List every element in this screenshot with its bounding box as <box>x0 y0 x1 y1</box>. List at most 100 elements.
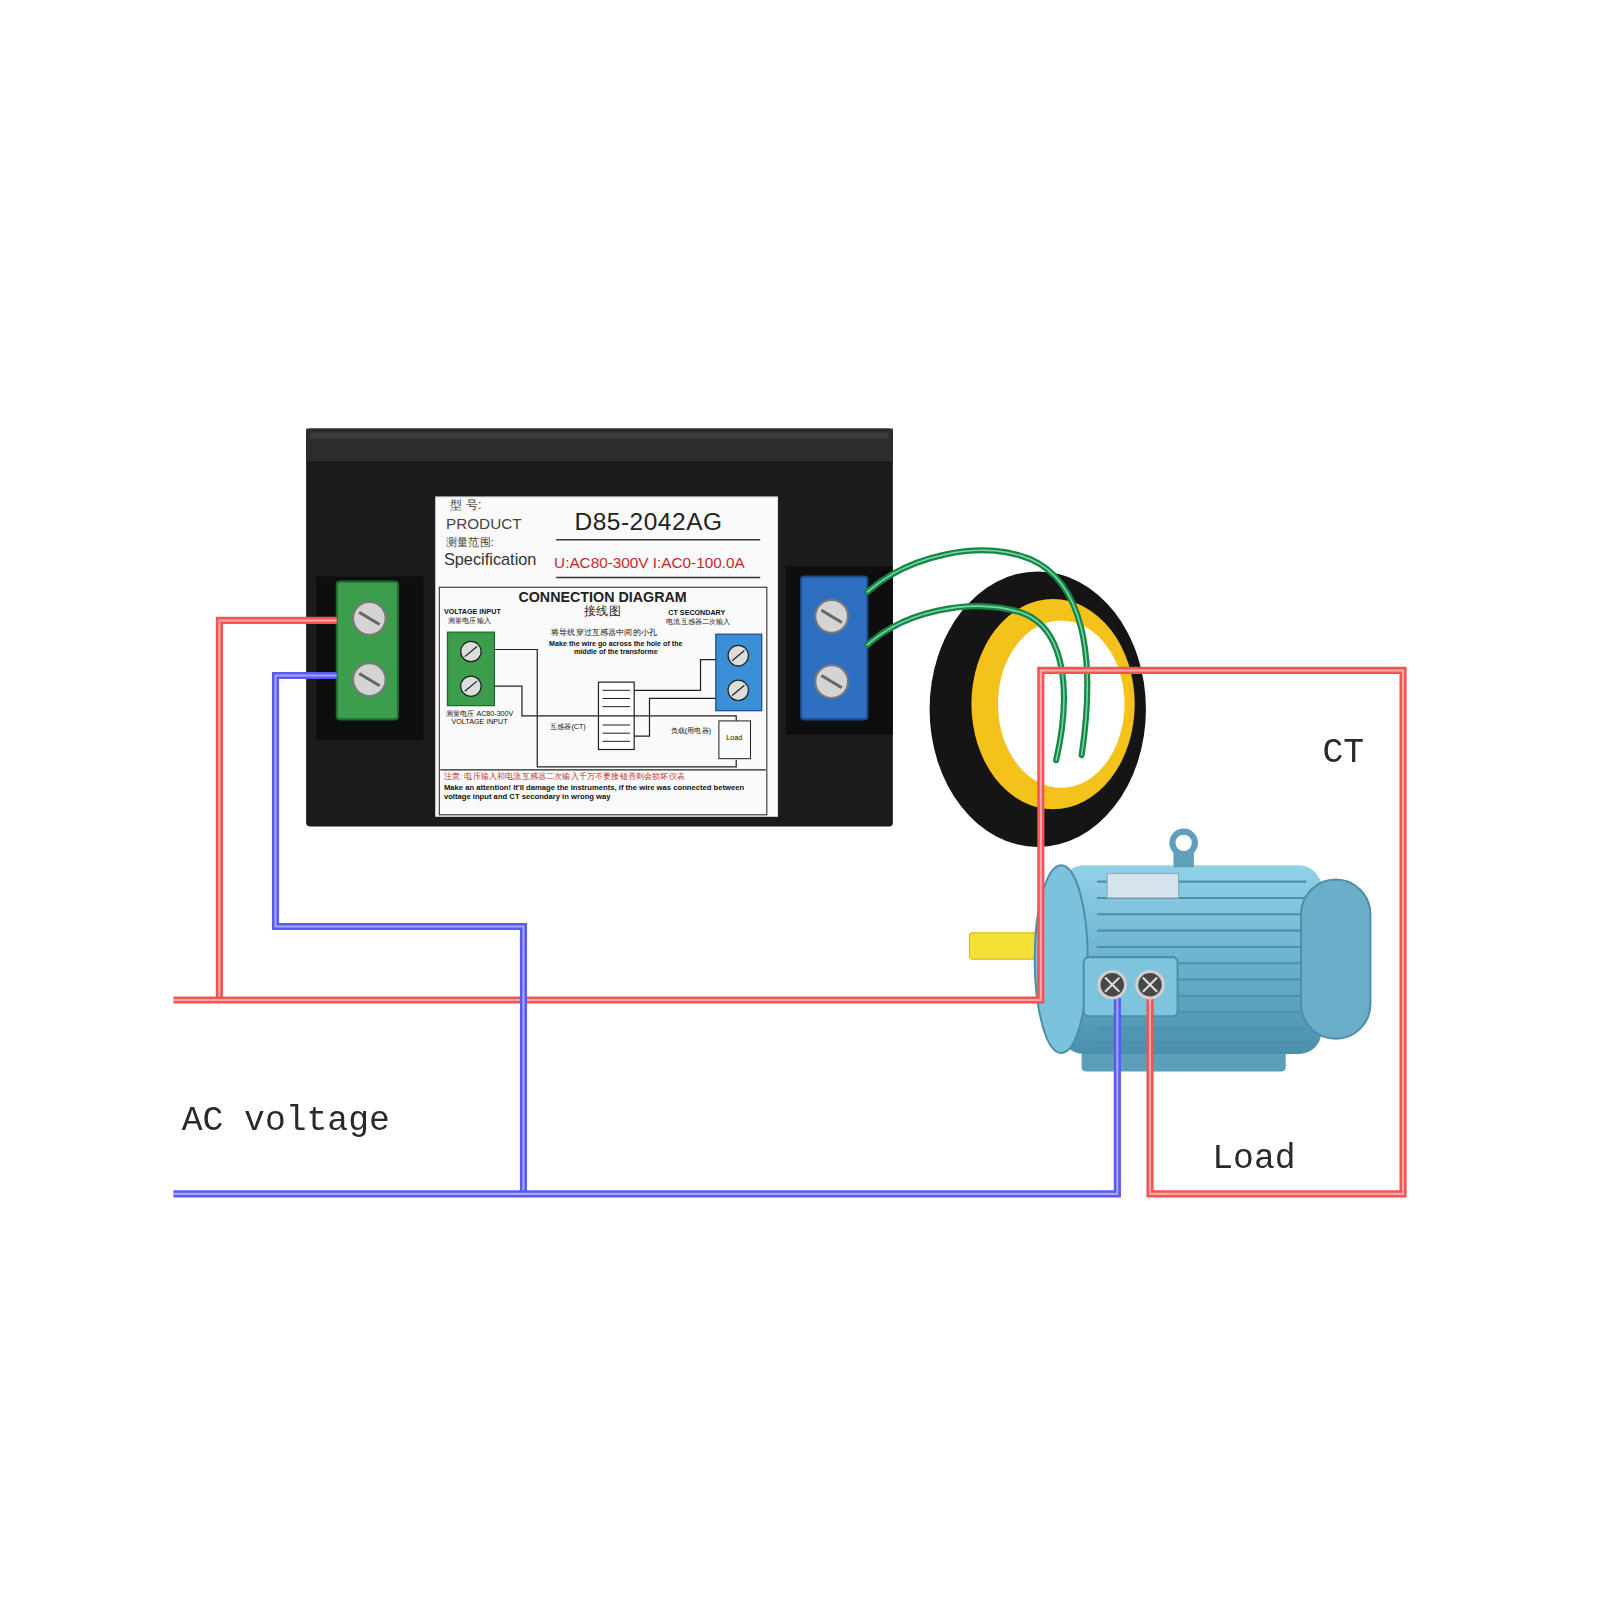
load-symbol-label: 负载(用电器) <box>666 727 715 735</box>
electric-motor <box>1172 832 1194 854</box>
instruction-note: Make the wire go across the hole of the … <box>542 640 690 656</box>
electric-motor <box>1301 880 1370 1039</box>
ct-label: CT <box>1322 735 1364 773</box>
voltage-terminal-block <box>359 673 379 685</box>
meter-housing <box>306 429 893 827</box>
ct-terminal-block <box>821 676 841 688</box>
electric-motor <box>1097 946 1306 948</box>
mini-wiring-diagram <box>465 681 477 691</box>
mini-wiring-diagram <box>494 686 736 721</box>
mini-wiring-diagram <box>603 741 631 742</box>
electric-motor <box>1097 1042 1306 1044</box>
sticker-underline <box>556 577 760 579</box>
voltage-input-label: 测量电压 AC80-300V VOLTAGE INPUT <box>444 710 515 726</box>
voltage-terminal-block <box>359 612 379 624</box>
voltage-terminal-block <box>353 602 386 635</box>
mini-wiring-diagram <box>447 632 494 705</box>
current-transformer-ring <box>971 599 1134 809</box>
ct-terminal-block <box>801 577 867 720</box>
mini-wiring-diagram <box>732 685 744 695</box>
range-heading: 测量范围: <box>446 536 494 549</box>
mini-wiring-diagram <box>728 645 748 665</box>
mini-wiring-diagram <box>716 634 762 711</box>
model-heading: 型 号: <box>450 499 481 513</box>
mini-wiring-diagram <box>494 649 736 766</box>
voltage-terminal-block <box>353 663 386 696</box>
ct-symbol-label: 互感器(CT) <box>550 722 586 730</box>
meter-label-sticker: 型 号:PRODUCT 测量范围: Specification D85-2042AG U… <box>436 497 778 816</box>
electric-motor <box>1061 865 1321 1054</box>
mini-wiring-diagram <box>465 646 477 656</box>
ac-voltage-label: AC voltage <box>182 1102 390 1140</box>
mini-wiring-diagram <box>461 676 481 696</box>
ct-secondary-wire <box>867 606 1064 760</box>
connection-diagram-box: CONNECTION DIAGRAM接线图VOLTAGE INPUT测量电压输入… <box>439 587 768 816</box>
warning-note: Make an attention! It'll damage the inst… <box>444 784 764 802</box>
sticker-underline <box>556 539 760 541</box>
ct-secondary-wire <box>867 550 1087 755</box>
motor-terminal-screw <box>1099 971 1163 998</box>
meter-housing <box>786 566 893 734</box>
voltage-terminal-block <box>337 582 398 720</box>
terminal-label-zh: 测量电压输入 <box>448 617 491 625</box>
motor-terminal-screw <box>1105 978 1119 992</box>
motor-terminal-screw <box>1099 971 1126 998</box>
measuring-range: U:AC80-300V I:AC0-100.0A <box>554 554 745 572</box>
electric-motor <box>1097 1028 1306 1030</box>
specification-heading: Specification <box>444 551 537 570</box>
load-label: Load <box>1212 1141 1295 1179</box>
mini-wiring-diagram <box>603 724 631 725</box>
electric-motor <box>1097 930 1306 932</box>
mini-wiring-diagram <box>440 769 766 770</box>
label-sticker <box>436 497 778 816</box>
voltage-terminal-block <box>337 582 398 720</box>
model-number: D85-2042AG <box>574 507 722 535</box>
warning-note-zh: 注意: 电压输入和电流互感器二次输入千万不要接错否则会损坏仪表 <box>444 772 764 781</box>
meter-housing <box>306 429 893 462</box>
mini-wiring-diagram <box>634 660 716 691</box>
load-box-label: Load <box>719 734 749 742</box>
diagram-title: CONNECTION DIAGRAM <box>440 589 766 605</box>
ct-terminal-block <box>815 600 848 633</box>
motor-terminal-screw <box>1105 978 1119 992</box>
mini-wiring-diagram <box>603 698 631 699</box>
product-heading: PRODUCT <box>446 514 522 532</box>
mini-wiring-diagram <box>603 706 631 707</box>
meter-housing <box>316 577 423 740</box>
mini-wiring-diagram <box>603 690 631 691</box>
terminal-label: VOLTAGE INPUT <box>444 608 501 616</box>
mini-wiring-diagram <box>603 733 631 734</box>
motor-terminal-screw <box>1143 978 1157 992</box>
mini-wiring-diagram <box>732 651 744 661</box>
ct-terminal-block <box>801 577 867 720</box>
meter-housing <box>310 433 889 439</box>
ct-terminal-block <box>821 610 841 622</box>
supply-wire <box>173 998 1117 1194</box>
supply-wire <box>173 670 1403 1193</box>
ct-secondary-wire <box>867 550 1087 755</box>
mini-wiring-diagram <box>634 698 716 736</box>
terminal-label-zh: 电流互感器二次输入 <box>666 618 730 626</box>
instruction-note-zh: 将导线穿过互感器中间的小孔 <box>547 629 661 638</box>
terminal-label: CT SECONDARY <box>668 609 725 617</box>
supply-wire <box>173 998 1117 1194</box>
supply-wire <box>173 620 1403 1193</box>
electric-motor <box>969 832 1370 1072</box>
motor-terminal-screw <box>1143 978 1157 992</box>
mini-wiring-diagram <box>728 680 748 700</box>
supply-wire <box>173 670 1403 1193</box>
ct-terminal-block <box>815 665 848 698</box>
mini-wiring-diagram <box>440 632 766 770</box>
electric-motor <box>1097 913 1306 915</box>
electric-motor <box>1084 957 1178 1016</box>
mini-wiring-diagram <box>461 641 481 661</box>
load-symbol-box: Load <box>718 720 751 759</box>
meter-housing <box>306 429 893 827</box>
motor-terminal-screw <box>1137 971 1164 998</box>
ct-secondary-wire <box>867 550 1087 760</box>
electric-motor <box>1107 873 1178 897</box>
